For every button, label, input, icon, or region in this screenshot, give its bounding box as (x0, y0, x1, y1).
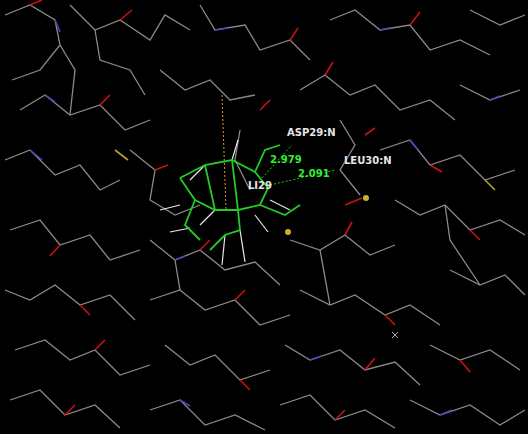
atom-dot (363, 195, 369, 201)
residue-label: LEU30:N (344, 156, 392, 166)
atom-dot (285, 229, 291, 235)
residue-label: ASP29:N (287, 128, 336, 138)
distance-label: 2.091 (298, 169, 330, 179)
residue-label: LI29 (248, 181, 272, 191)
heteroatom-bonds (30, 0, 500, 420)
hbond-dash (262, 145, 335, 185)
protein-backbone (5, 5, 525, 430)
distance-label: 2.979 (270, 155, 302, 165)
hbond-dash (222, 95, 226, 210)
cross-marker (392, 332, 398, 338)
